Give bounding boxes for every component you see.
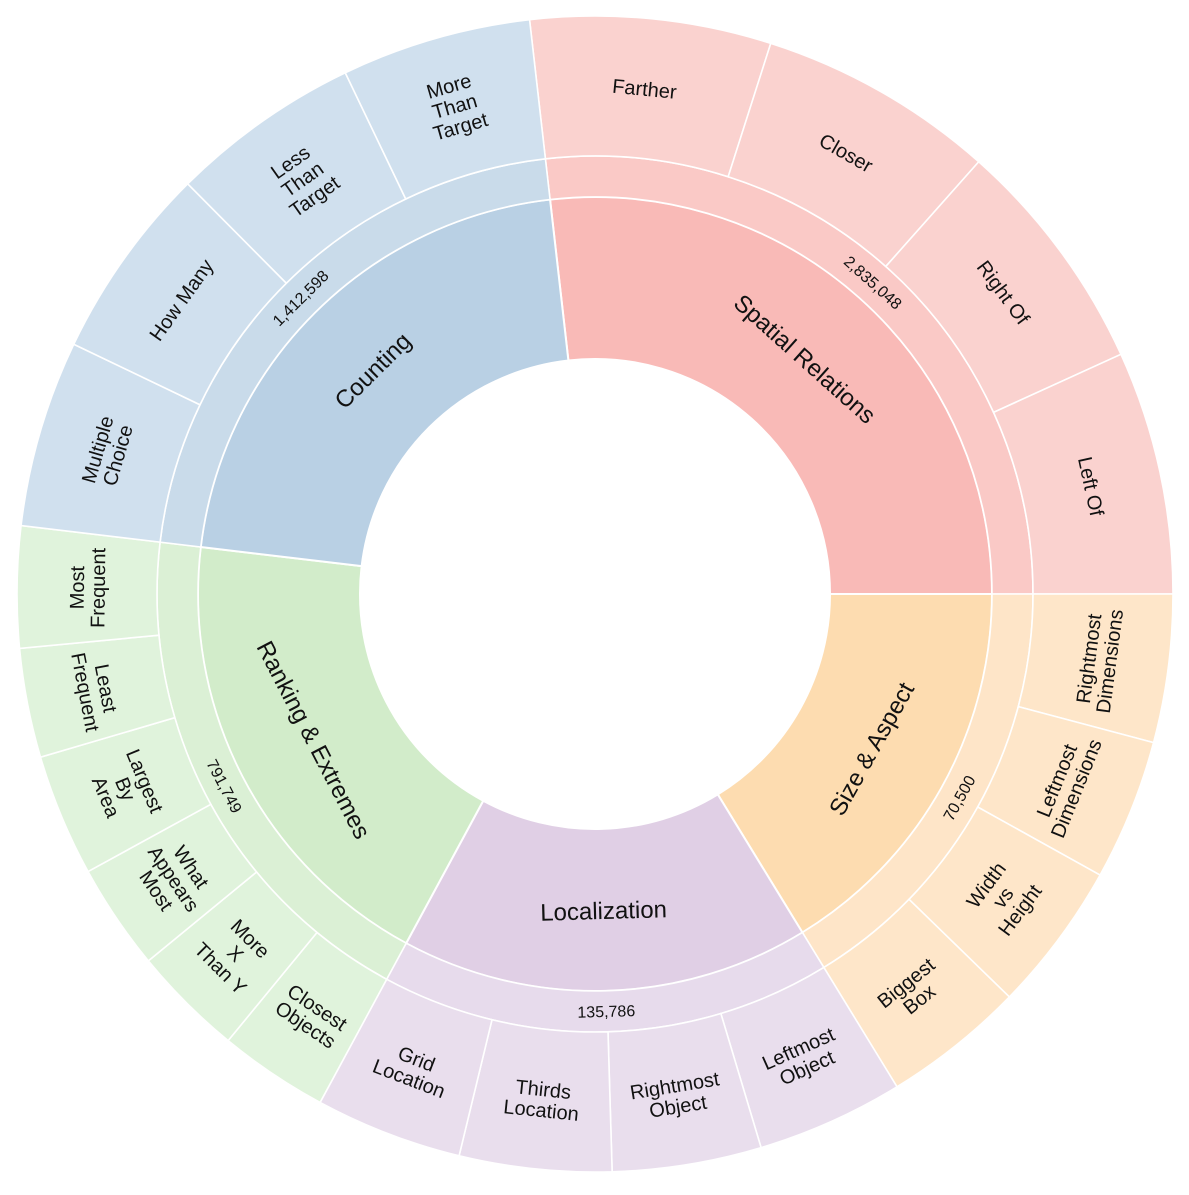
leaf-label-most-frequent: MostFrequent [66,547,110,628]
leaf-label-thirds-location: ThirdsLocation [502,1075,582,1126]
category-label-localization: Localization [540,896,667,926]
leaf-more-than-target[interactable] [344,18,547,201]
arcs-layer [16,15,1174,1173]
leaf-label-rightmost-object: RightmostObject [629,1068,725,1125]
count-label-localization: 135,786 [577,1003,635,1022]
